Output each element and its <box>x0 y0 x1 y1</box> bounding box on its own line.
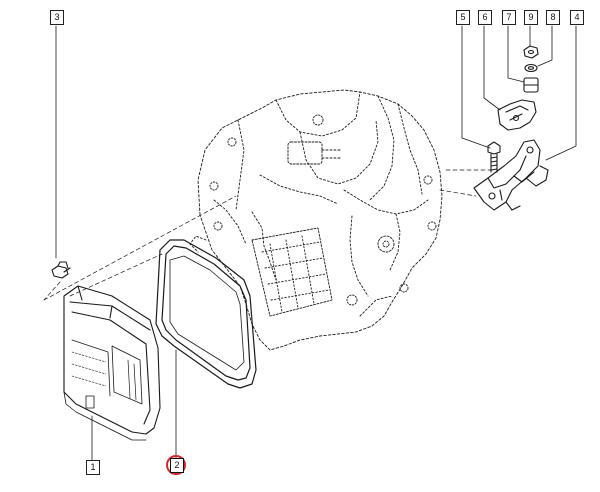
callout-4[interactable]: 4 <box>570 10 584 25</box>
part-2-gasket <box>155 239 257 389</box>
callout-8[interactable]: 8 <box>546 10 560 25</box>
assembly-guide-lines <box>43 169 495 301</box>
callout-1[interactable]: 1 <box>86 460 100 475</box>
callout-3[interactable]: 3 <box>50 10 64 25</box>
callout-9[interactable]: 9 <box>524 10 538 25</box>
part-1-cover <box>63 285 161 441</box>
part-4-bracket <box>473 139 549 211</box>
part-6-plate <box>497 99 537 131</box>
highlight-ring <box>166 455 186 475</box>
callout-7[interactable]: 7 <box>502 10 516 25</box>
callout-2[interactable]: 2 <box>170 458 184 473</box>
transmission-housing <box>189 89 443 351</box>
part-9-nut <box>523 45 539 59</box>
part-3-bolt <box>51 261 71 279</box>
part-8-washer <box>524 63 538 73</box>
part-5-screw <box>487 141 501 173</box>
callout-6[interactable]: 6 <box>478 10 492 25</box>
leader-lines <box>55 25 577 463</box>
callout-5[interactable]: 5 <box>456 10 470 25</box>
part-7-bush <box>523 77 539 93</box>
